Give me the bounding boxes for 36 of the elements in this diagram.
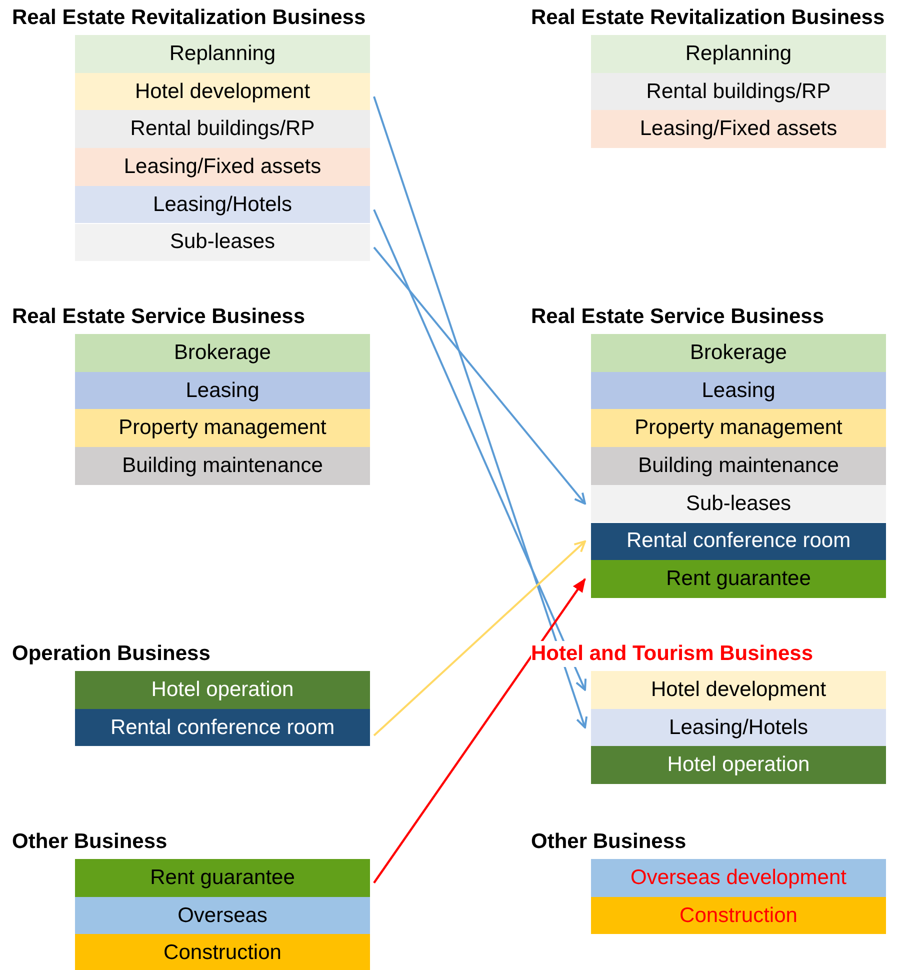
category-box: Brokerage <box>591 334 886 372</box>
category-box: Hotel development <box>75 72 370 110</box>
category-box: Overseas <box>75 896 370 934</box>
category-box: Building maintenance <box>75 447 370 485</box>
category-box: Construction <box>591 896 886 934</box>
category-box: Rental conference room <box>591 522 886 560</box>
arrow <box>373 96 588 729</box>
category-box: Rental buildings/RP <box>591 72 886 110</box>
category-box: Leasing/Hotels <box>75 186 370 224</box>
category-box: Leasing/Hotels <box>591 708 886 746</box>
category-box: Leasing/Fixed assets <box>591 110 886 148</box>
category-box: Hotel operation <box>591 746 886 784</box>
category-box: Rental conference room <box>75 708 370 746</box>
category-box: Leasing <box>591 372 886 410</box>
category-box: Rent guarantee <box>591 560 886 598</box>
category-box: Rental buildings/RP <box>75 110 370 148</box>
category-box: Sub-leases <box>591 484 886 522</box>
category-box: Construction <box>75 934 370 970</box>
arrow <box>373 540 586 736</box>
category-box: Brokerage <box>75 334 370 372</box>
group-heading: Hotel and Tourism Business <box>531 641 813 667</box>
arrow <box>373 209 587 691</box>
category-box: Leasing/Fixed assets <box>75 148 370 186</box>
category-box: Building maintenance <box>591 447 886 485</box>
category-box: Leasing <box>75 372 370 410</box>
category-box: Property management <box>591 409 886 448</box>
category-box: Hotel operation <box>75 671 370 709</box>
category-box: Property management <box>75 409 370 448</box>
category-box: Replanning <box>75 35 370 73</box>
arrow <box>373 578 586 884</box>
category-box: Hotel development <box>591 671 886 709</box>
category-box: Overseas development <box>591 859 886 897</box>
category-box: Sub-leases <box>75 224 370 262</box>
category-box: Rent guarantee <box>75 859 370 897</box>
arrow <box>373 246 586 505</box>
category-box: Replanning <box>591 35 886 73</box>
